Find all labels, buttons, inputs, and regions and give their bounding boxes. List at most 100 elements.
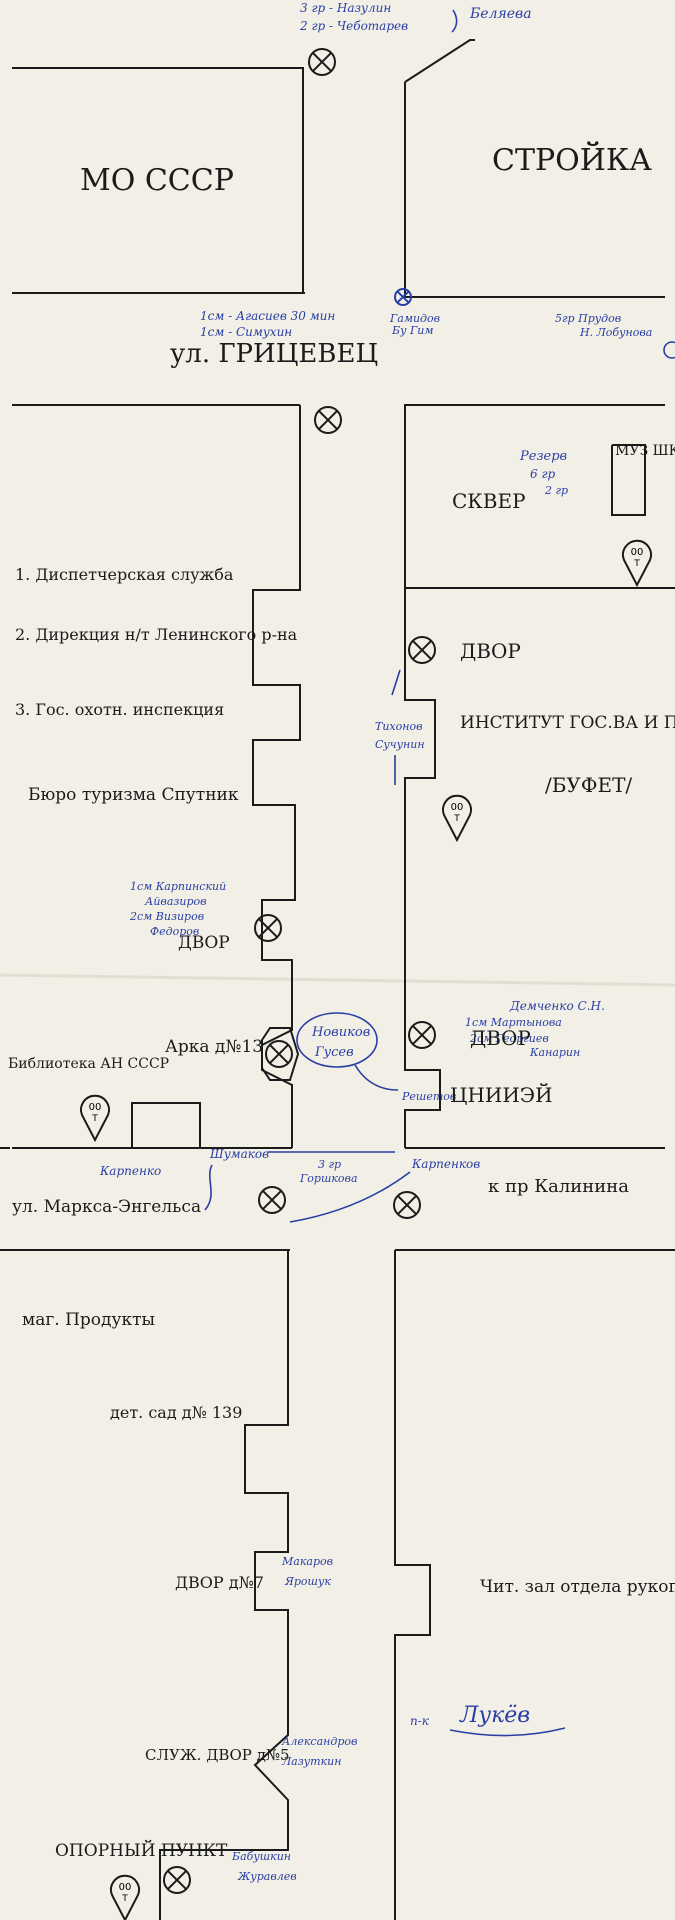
cniiei-label: ЦНИИЭЙ [450, 1082, 553, 1107]
note-institute-2: Сучунин [375, 738, 425, 751]
dvor-left-label: ДВОР [178, 933, 230, 953]
wc-sub-label: Т [121, 1894, 128, 1904]
post-marker-icon [408, 1021, 436, 1049]
note-rezerv-1: Резерв [519, 449, 567, 464]
tourism-label: Бюро туризма Спутник [28, 785, 239, 805]
post-marker-icon [393, 1191, 421, 1219]
post-markers [163, 48, 436, 1894]
arch-hexagon [261, 1027, 300, 1081]
shop-label: маг. Продукты [22, 1310, 155, 1330]
wc-sub-label: Т [91, 1114, 98, 1124]
dispatch-item-1: 1. Диспетчерская служба [15, 565, 234, 584]
note-dvor-right-2: 1см Мартынова [465, 1016, 562, 1029]
note-rezerv-3: 2 гр [544, 484, 568, 497]
street-marx-engels: ул. Маркса-Энгельса [12, 1197, 201, 1217]
dispatch-item-2: 2. Дирекция н/т Ленинского р-на [15, 625, 298, 644]
bottom-right-block [394, 1250, 431, 1920]
note-gritsevets-mid-1: Гамидов [389, 312, 440, 325]
dvor-upper-label: ДВОР [460, 639, 521, 663]
bottom-left-block [159, 1250, 289, 1920]
arch-note-circle [296, 1012, 378, 1068]
post-marker-icon [314, 406, 342, 434]
note-arch-2: Гусев [314, 1045, 354, 1060]
note-dvor-right-1: Демченко С.Н. [509, 999, 605, 1013]
library-box [131, 1102, 201, 1149]
note-service-2: Лазуткин [281, 1755, 341, 1768]
middle-right-block [404, 404, 675, 1149]
note-chief-prefix: п-к [410, 1714, 430, 1728]
institute-label: ИНСТИТУТ ГОС.ВА И ПРАВА АН СССР [460, 713, 675, 733]
note-arch-1: Новиков [311, 1025, 370, 1040]
dvor7-label: ДВОР д№7 [175, 1573, 264, 1592]
note-gritsevets-right-2: Н. Лобунова [579, 326, 652, 339]
brace-mark [204, 1164, 213, 1211]
arch-label: Арка д№13 [165, 1037, 263, 1057]
arrow-to-dvor [391, 669, 401, 696]
arrow-left [289, 1171, 411, 1223]
note-cniiei-prefix: Решетов [401, 1090, 456, 1103]
note-gritsevets-left-2: 1см - Симухин [200, 325, 292, 339]
post-marker-icon [408, 636, 436, 664]
square-label: СКВЕР [452, 489, 526, 513]
note-base-1: Бабушкин [231, 1850, 291, 1863]
wc-sub-label: Т [453, 814, 460, 824]
note-dvor7-2: Ярошук [284, 1575, 331, 1588]
paper-fold [0, 973, 675, 987]
note-top-line1: 3 гр - Назулин [300, 1, 391, 15]
note-dvor7-1: Макаров [281, 1555, 333, 1568]
note-gritsevets-mid-2: Бу Гим [391, 324, 433, 337]
mo-ussr-label: МО СССР [80, 163, 234, 198]
construction-label: СТРОЙКА [492, 141, 652, 178]
wc-pin-icon: 00Т [80, 1094, 110, 1143]
wc-pin-icon: 00Т [110, 1874, 140, 1920]
construction-block: СТРОЙКА [404, 39, 665, 298]
post-marker-icon [163, 1866, 191, 1894]
buffet-label: /БУФЕТ/ [545, 773, 632, 797]
wc-label: 00 [451, 802, 464, 813]
post-marker-icon [254, 914, 282, 942]
museum-school-label: МУЗ ШКОЛА [615, 443, 675, 459]
mo-ussr-block: МО СССР [12, 67, 305, 294]
post-marker-icon [394, 288, 412, 306]
kindergarten-label: дет. сад д№ 139 [110, 1403, 242, 1422]
note-base-2: Журавлев [237, 1870, 297, 1883]
wc-sub-label: Т [633, 559, 640, 569]
street-to-kalinina: к пр Калинина [488, 1176, 629, 1197]
note-dvor-left-1: 1см Карпинский [130, 880, 226, 893]
note-marx-group-2: Горшкова [299, 1172, 358, 1185]
note-dvor-left-2: Айвазиров [144, 895, 207, 908]
edge-post-icon [663, 341, 675, 359]
post-marker-icon [308, 48, 336, 76]
bracket-mark [451, 9, 458, 33]
arrow-to-cniiei [354, 1064, 399, 1091]
note-marx-group-1: 3 гр [318, 1158, 341, 1171]
dvor-right-label: ДВОР [470, 1026, 531, 1050]
note-marx-right: Карпенков [411, 1157, 480, 1171]
library-label: Библиотека АН СССР [8, 1056, 169, 1072]
note-top-line2: 2 гр - Чеботарев [299, 19, 408, 33]
wc-pin-icon: 00Т [442, 794, 472, 843]
service-yard-label: СЛУЖ. ДВОР д№5 [145, 1746, 290, 1764]
wc-pin-icon: 00Т [622, 539, 652, 588]
note-dvor-left-4: Федоров [150, 925, 199, 938]
note-dvor-left-3: 2см Визиров [129, 910, 204, 923]
post-marker-icon [258, 1186, 286, 1214]
note-dvor-right-3: 2см Георгиев [469, 1032, 549, 1045]
wc-label: 00 [89, 1102, 102, 1113]
base-point-label: ОПОРНЫЙ ПУНКТ [55, 1840, 228, 1861]
note-dvor-right-4: Канарин [529, 1046, 580, 1059]
wc-label: 00 [119, 1882, 132, 1893]
note-service-1: Александров [281, 1735, 357, 1748]
reading-hall-label: Чит. зал отдела рукописей [480, 1577, 675, 1597]
dispatch-item-3: 3. Гос. охотн. инспекция [15, 700, 224, 719]
note-gritsevets-left-1: 1см - Агасиев 30 мин [200, 309, 335, 323]
underline-mark [449, 1727, 566, 1737]
note-rezerv-2: 6 гр [530, 467, 556, 481]
note-institute-1: Тихонов [375, 720, 423, 733]
note-top-right: Беляева [469, 6, 532, 22]
note-chief-name: Лукёв [459, 1703, 530, 1728]
note-gritsevets-right-1: 5гр Прудов [555, 312, 621, 325]
note-marx-shumakov: Шумаков [209, 1147, 269, 1161]
